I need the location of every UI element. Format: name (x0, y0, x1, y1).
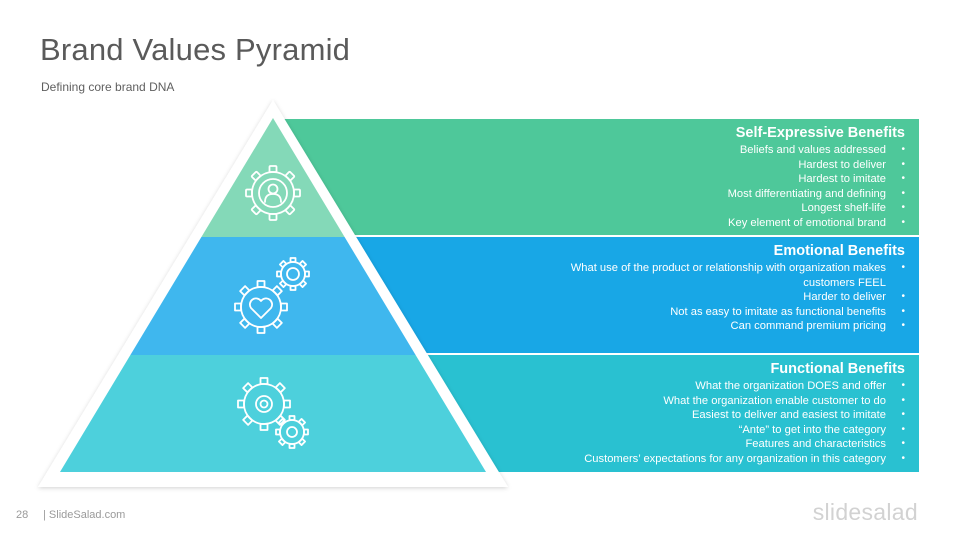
band-list: What use of the product or relationship … (571, 261, 906, 334)
page-number: 28 (16, 509, 29, 521)
user-gear-icon (245, 165, 301, 221)
slide-subtitle: Defining core brand DNA (41, 80, 175, 94)
list-item: Beliefs and values addressed (728, 143, 906, 158)
slide-title: Brand Values Pyramid (40, 32, 351, 67)
band-list: Beliefs and values addressed Hardest to … (728, 143, 906, 231)
list-item: Hardest to deliver (728, 158, 905, 173)
band-list: What the organization DOES and offer Wha… (584, 379, 905, 467)
list-item: Longest shelf-life (728, 201, 905, 216)
band-self-expressive: Self-Expressive Benefits Beliefs and val… (280, 119, 919, 235)
list-item: Not as easy to imitate as functional ben… (571, 305, 905, 320)
list-item: Easiest to deliver and easiest to imitat… (584, 408, 905, 423)
pyramid-tier-bottom (60, 355, 486, 472)
band-title: Emotional Benefits (773, 243, 905, 259)
slidesalad-logo: slidesalad (812, 499, 918, 525)
list-item: Key element of emotional brand (728, 216, 905, 231)
gears-icon (237, 377, 309, 449)
list-item: What the organization enable customer to… (584, 394, 905, 409)
heart-gear-icon (234, 257, 310, 334)
list-item: What use of the product or relationship … (571, 261, 906, 276)
list-item: Customers’ expectations for any organiza… (584, 452, 905, 467)
list-item: Hardest to imitate (728, 172, 905, 187)
list-item: Harder to deliver (571, 290, 905, 305)
band-title: Functional Benefits (770, 361, 905, 377)
pyramid-tier-middle (60, 237, 486, 355)
list-item: Can command premium pricing (571, 319, 906, 334)
footer-site: | SlideSalad.com (43, 509, 126, 521)
list-item: Most differentiating and defining (728, 187, 906, 202)
band-title: Self-Expressive Benefits (735, 125, 905, 141)
list-item: Features and characteristics (584, 437, 905, 452)
list-item: What the organization DOES and offer (584, 379, 905, 394)
list-item: “Ante” to get into the category (584, 423, 905, 438)
list-item: customers FEEL (803, 276, 886, 289)
